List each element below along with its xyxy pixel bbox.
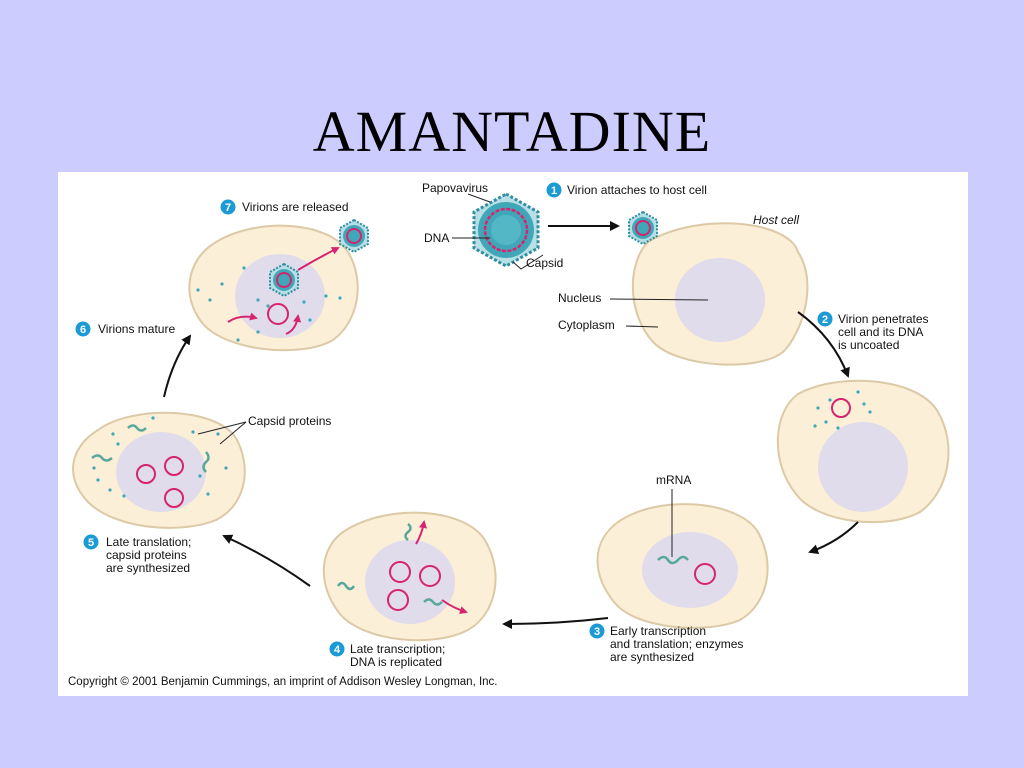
step-2-badge: [817, 311, 833, 327]
arrow-5-to-6: [163, 334, 192, 398]
cell-step3: [596, 503, 769, 629]
diagram-panel: Papovavirus DNA Capsid Host cell Nucleus…: [58, 172, 968, 696]
cell-step2: [776, 379, 950, 524]
nucleus-label: Nucleus: [558, 291, 601, 305]
step-7-badge: [220, 199, 236, 215]
step-6-number: 6: [80, 324, 86, 336]
step-4-number: 4: [334, 644, 341, 656]
arrow-4-to-5: [222, 534, 311, 587]
mrna-label: mRNA: [656, 473, 691, 487]
cell-step5: [72, 411, 246, 529]
step-5-line-1: Late translation;: [106, 535, 191, 549]
capsid-label: Capsid: [526, 256, 563, 270]
step-3-line-1: Early transcription: [610, 624, 706, 638]
papovavirus-virion: [472, 192, 540, 268]
capsid-proteins-label: Capsid proteins: [248, 414, 331, 428]
host-cell-label: Host cell: [753, 213, 799, 227]
step-2-line-2: cell and its DNA: [838, 325, 923, 339]
step-5-number: 5: [88, 537, 94, 549]
papovavirus-label: Papovavirus: [422, 181, 488, 195]
step-3-line-3: are synthesized: [610, 650, 694, 664]
host-cell-step1: [628, 211, 809, 366]
step-6-badge: [75, 321, 91, 337]
arrow-2-to-3: [808, 521, 859, 555]
step-2-number: 2: [822, 314, 828, 326]
step-4-line-1: Late transcription;: [350, 642, 445, 656]
step-4-line-2: DNA is replicated: [350, 655, 442, 669]
step-4-badge: [329, 641, 345, 657]
cytoplasm-label: Cytoplasm: [558, 318, 615, 332]
dna-label: DNA: [424, 231, 449, 245]
step-3-badge: [589, 623, 605, 639]
step-6-text: Virions mature: [98, 322, 175, 336]
step-1-number: 1: [551, 185, 557, 197]
cell-step4: [322, 511, 497, 642]
step-1-badge: [546, 182, 562, 198]
step-5-badge: [83, 534, 99, 550]
step-7-text: Virions are released: [242, 200, 349, 214]
step-5-line-3: are synthesized: [106, 561, 190, 575]
step-3-number: 3: [594, 626, 600, 638]
step-2-line-1: Virion penetrates: [838, 312, 929, 326]
arrow-1-to-2: [797, 311, 850, 378]
step-1-text: Virion attaches to host cell: [567, 183, 707, 197]
step-3-line-2: and translation; enzymes: [610, 637, 743, 651]
virus-lifecycle-diagram: Papovavirus DNA Capsid Host cell Nucleus…: [68, 181, 950, 688]
step-2-line-3: is uncoated: [838, 338, 899, 352]
arrow-3-to-4: [502, 617, 609, 629]
step-7-number: 7: [225, 202, 231, 214]
step-5-line-2: capsid proteins: [106, 548, 187, 562]
cell-step6-7: [188, 224, 359, 352]
copyright-text: Copyright © 2001 Benjamin Cummings, an i…: [68, 676, 498, 688]
slide-title: AMANTADINE: [312, 99, 712, 164]
